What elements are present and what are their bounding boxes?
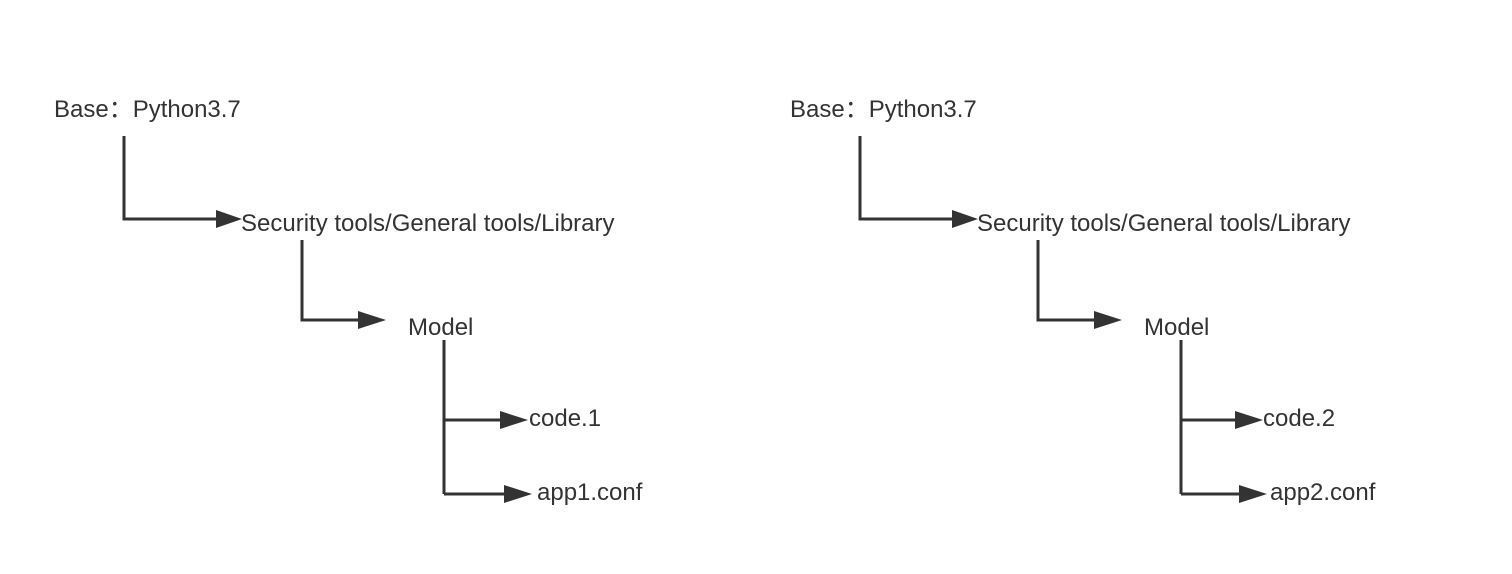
node-base: Base：Python3.7	[54, 96, 241, 123]
arrowhead	[504, 485, 532, 503]
node-config: app2.conf	[1270, 479, 1376, 506]
edge-base-to-tools	[858, 136, 956, 221]
arrowhead	[952, 210, 978, 228]
node-model: Model	[408, 314, 473, 341]
arrowhead	[1235, 411, 1263, 429]
arrowhead	[358, 311, 386, 329]
arrowhead	[1239, 485, 1267, 503]
node-code: code.2	[1263, 405, 1335, 432]
edge-tools-to-model	[1036, 240, 1098, 322]
node-config: app1.conf	[537, 479, 643, 506]
tree-1: Base：Python3.7 Security tools/General to…	[54, 96, 643, 506]
edge-tools-to-model	[300, 240, 362, 322]
node-tools: Security tools/General tools/Library	[241, 210, 615, 237]
arrowhead	[1094, 311, 1122, 329]
node-tools: Security tools/General tools/Library	[977, 210, 1351, 237]
node-base: Base：Python3.7	[790, 96, 977, 123]
tree-2: Base：Python3.7 Security tools/General to…	[790, 96, 1376, 506]
arrowhead	[500, 411, 528, 429]
node-code: code.1	[529, 405, 601, 432]
edge-base-to-tools	[122, 136, 220, 221]
node-model: Model	[1144, 314, 1209, 341]
arrowhead	[216, 210, 242, 228]
